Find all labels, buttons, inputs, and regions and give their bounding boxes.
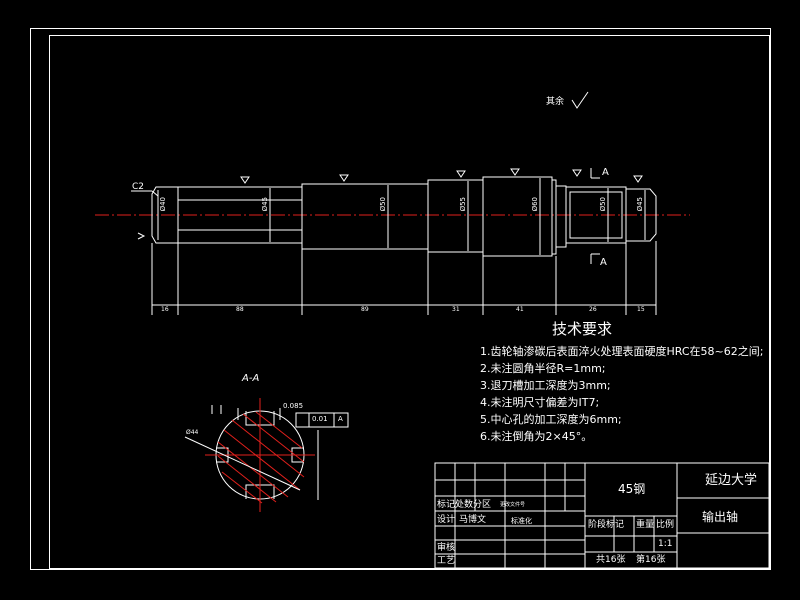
change-doc: 更改文件号 xyxy=(500,502,526,508)
length-dim-lines xyxy=(151,241,657,315)
requirement-item: 3.退刀槽加工深度为3mm; xyxy=(480,379,611,392)
title-block-grid xyxy=(434,462,770,569)
view-marker-top: A xyxy=(602,167,609,178)
tolerance-datum: A xyxy=(338,415,343,423)
inner-border xyxy=(49,35,770,569)
requirement-item: 5.中心孔的加工深度为6mm; xyxy=(480,413,622,426)
len-6: 26 xyxy=(589,306,597,313)
section-label: A-A xyxy=(242,373,260,384)
sheet-number: 第16张 xyxy=(636,555,666,565)
chamfer-leader xyxy=(131,190,159,197)
section-arrows xyxy=(590,168,600,264)
tolerance-frame xyxy=(211,405,349,428)
standardize-label: 标准化 xyxy=(511,517,532,525)
len-2: 88 xyxy=(236,306,244,313)
parallel-tolerance: 0.01 xyxy=(312,415,328,423)
scale-label: 比例 xyxy=(656,520,675,530)
requirement-item: 1.齿轮轴渗碳后表面淬火处理表面硬度HRC在58~62之间; xyxy=(480,345,764,358)
requirement-item: 2.未注圆角半径R=1mm; xyxy=(480,362,606,375)
requirement-item: 4.未注明尺寸偏差为IT7; xyxy=(480,396,600,409)
roughness-marks xyxy=(137,168,643,240)
part-name: 输出轴 xyxy=(702,510,739,524)
stage-mark: 阶段标记 xyxy=(588,520,625,530)
dia-4: Ø55 xyxy=(459,197,467,212)
dia-6: Ø50 xyxy=(599,197,607,212)
weight-label: 重量 xyxy=(636,520,655,530)
review-label: 审核 xyxy=(437,543,456,553)
diameter-dim-lines xyxy=(157,178,646,255)
roughness-note: 其余 xyxy=(546,97,565,107)
section-diameter: Ø44 xyxy=(186,429,199,436)
chamfer-note: C2 xyxy=(132,182,145,192)
len-7: 15 xyxy=(637,306,645,313)
len-3: 89 xyxy=(361,306,369,313)
len-1: 16 xyxy=(161,306,169,313)
design-label: 设计 xyxy=(437,515,456,525)
symmetry-tolerance: 0.085 xyxy=(283,402,304,410)
dia-1: Ø40 xyxy=(159,197,167,212)
len-5: 41 xyxy=(516,306,524,313)
dia-2: Ø45 xyxy=(261,197,269,212)
scale-value: 1:1 xyxy=(658,539,673,549)
dia-5: Ø60 xyxy=(531,197,539,212)
outer-border xyxy=(30,28,771,570)
requirements-heading: 技术要求 xyxy=(552,320,613,338)
school-name: 延边大学 xyxy=(705,473,758,488)
section-view xyxy=(184,398,319,512)
material: 45钢 xyxy=(618,482,646,496)
markings-row: 标记处数分区 xyxy=(437,500,492,510)
roughness-symbol-icon xyxy=(571,91,589,109)
view-marker-bottom: A xyxy=(600,257,607,268)
designer-name: 马博文 xyxy=(459,515,487,525)
shaft-profile xyxy=(151,176,657,257)
requirement-item: 6.未注倒角为2×45°。 xyxy=(480,430,593,443)
sheet-count: 共16张 xyxy=(596,555,626,565)
dia-7: Ø45 xyxy=(636,197,644,212)
dia-3: Ø50 xyxy=(379,197,387,212)
process-label: 工艺 xyxy=(437,556,456,566)
len-4: 31 xyxy=(452,306,460,313)
requirements-list: 1.齿轮轴渗碳后表面淬火处理表面硬度HRC在58~62之间; 2.未注圆角半径R… xyxy=(480,346,763,448)
